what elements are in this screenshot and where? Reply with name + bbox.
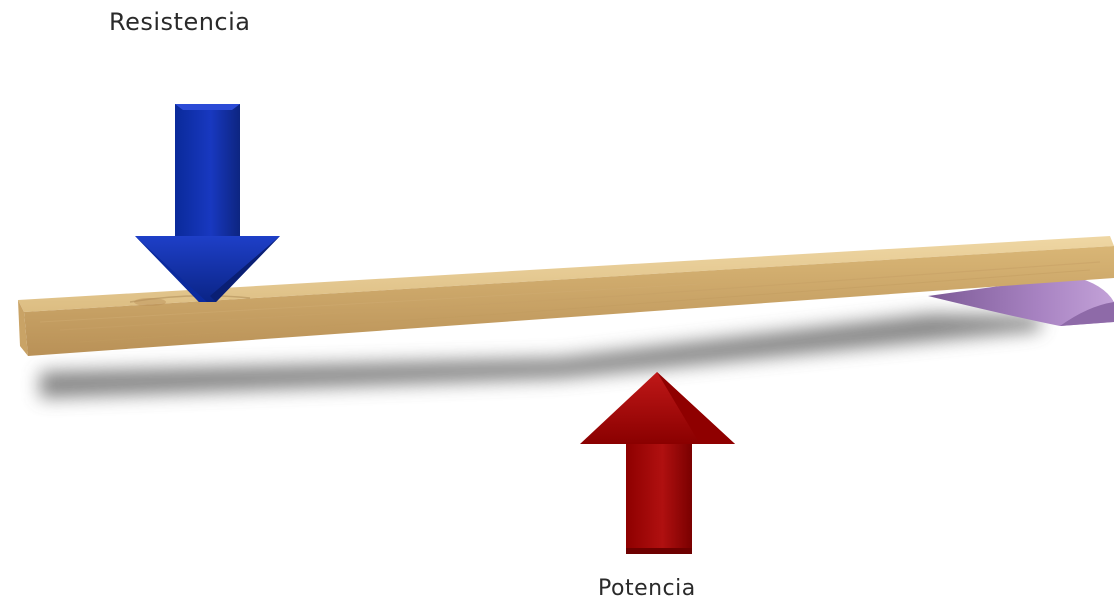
resistance-label: Resistencia (109, 8, 251, 36)
effort-label: Potencia (598, 576, 696, 601)
arrow-up-icon (580, 372, 735, 554)
arrow-down-icon (135, 104, 280, 302)
